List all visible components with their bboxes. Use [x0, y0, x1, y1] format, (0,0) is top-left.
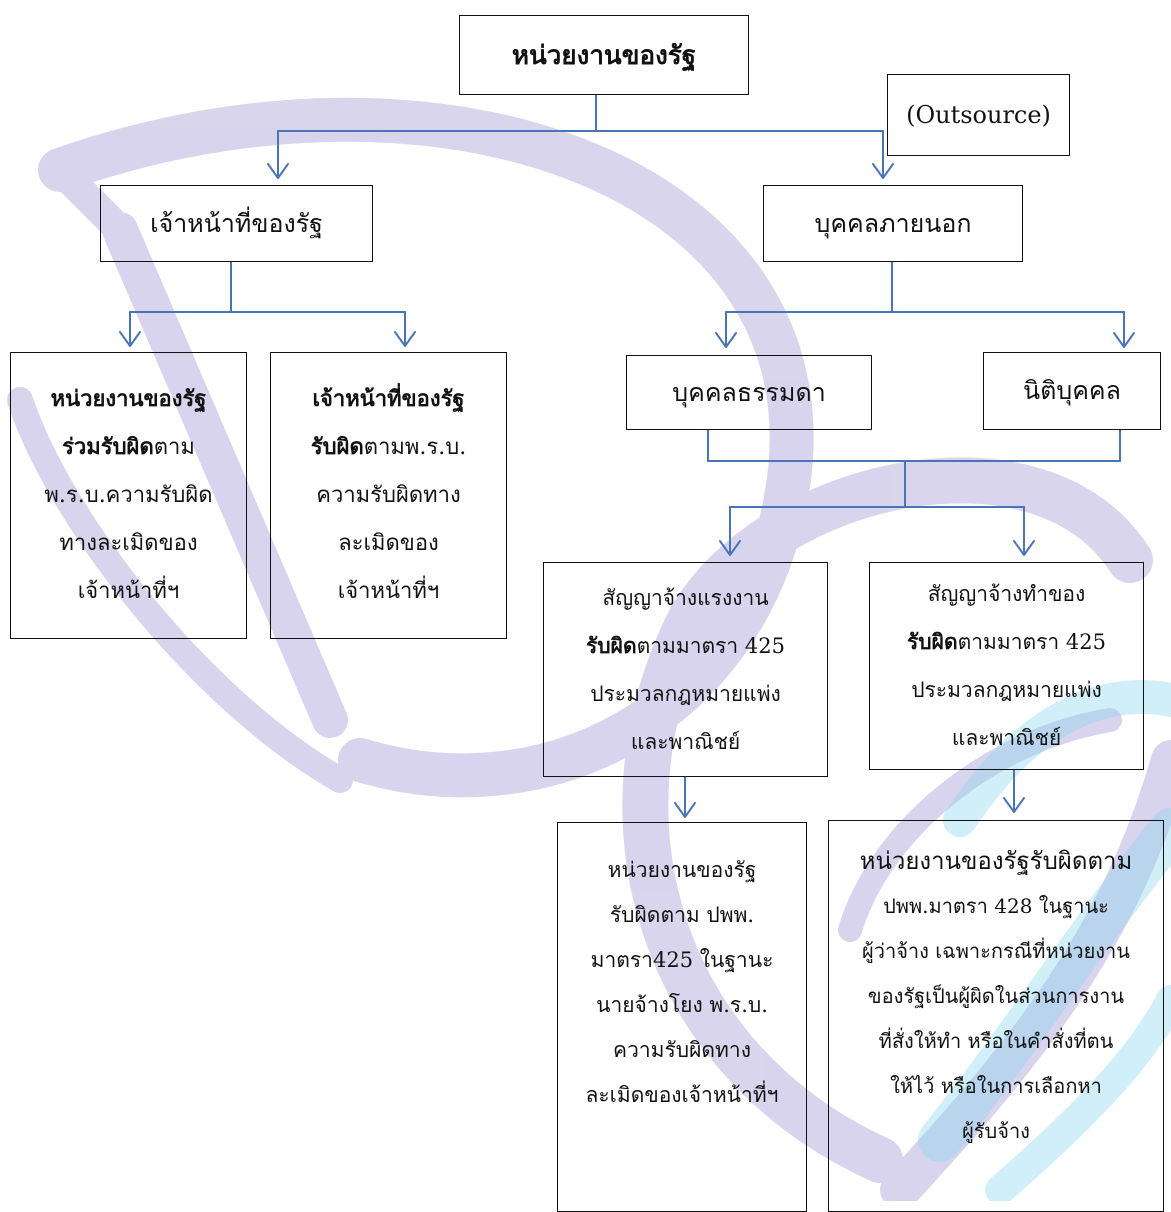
- hirer-liability-line-2: ปพพ.มาตรา 428 ในฐานะ: [883, 894, 1109, 918]
- hirer-liability-line-6: ให้ไว้ หรือในการเลือกหา: [890, 1074, 1102, 1098]
- employer-liability-line-2: รับผิดตาม ปพพ.: [609, 903, 755, 927]
- hirer-liability-box: หน่วยงานของรัฐรับผิดตาม ปพพ.มาตรา 428 ใน…: [828, 820, 1164, 1212]
- employment-contract-line-2: รับผิดตามมาตรา 425: [586, 622, 785, 670]
- employment-contract-line-3: ประมวลกฎหมายแพ่ง: [590, 681, 781, 706]
- hirer-liability-line-5: ที่สั่งให้ทำ หรือในคำสั่งที่ตน: [878, 1029, 1114, 1053]
- employer-liability-line-3: มาตรา425 ในฐานะ: [590, 948, 774, 972]
- work-contract-bold: รับผิด: [907, 629, 958, 654]
- agency-liable-line-3: พ.ร.บ.ความรับผิด: [44, 483, 213, 508]
- outsource-label: (Outsource): [906, 101, 1051, 129]
- employer-liability-line-4: นายจ้างโยง พ.ร.บ.: [596, 993, 768, 1017]
- agency-jointly-liable-box: หน่วยงานของรัฐ ร่วมรับผิดตาม พ.ร.บ.ความร…: [10, 352, 247, 639]
- employment-contract-line-1: สัญญาจ้างแรงงาน: [602, 585, 769, 610]
- natural-person-label: บุคคลธรรมดา: [672, 377, 826, 407]
- state-officer-box: เจ้าหน้าที่ของรัฐ: [100, 185, 373, 262]
- agency-liable-line-2: ร่วมรับผิดตาม: [62, 423, 195, 472]
- state-agency-box: หน่วยงานของรัฐ: [459, 15, 749, 95]
- officer-liable-line-2: รับผิดตามพ.ร.บ.: [311, 423, 466, 472]
- employer-liability-box: หน่วยงานของรัฐ รับผิดตาม ปพพ. มาตรา425 ใ…: [557, 822, 807, 1212]
- hirer-liability-line-3: ผู้ว่าจ้าง เฉพาะกรณีที่หน่วยงาน: [862, 939, 1130, 963]
- work-contract-box: สัญญาจ้างทำของ รับผิดตามมาตรา 425 ประมวล…: [869, 562, 1144, 770]
- officer-liable-box: เจ้าหน้าที่ของรัฐ รับผิดตามพ.ร.บ. ความรั…: [270, 352, 507, 639]
- outsider-box: บุคคลภายนอก: [763, 185, 1023, 262]
- state-agency-label: หน่วยงานของรัฐ: [511, 40, 697, 71]
- state-officer-label: เจ้าหน้าที่ของรัฐ: [150, 208, 323, 238]
- agency-liable-rest: ตาม: [153, 435, 195, 460]
- employment-contract-bold: รับผิด: [586, 632, 637, 658]
- employer-liability-line-1: หน่วยงานของรัฐ: [607, 858, 757, 882]
- officer-liable-line-5: เจ้าหน้าที่ฯ: [337, 579, 440, 604]
- employment-contract-rest: ตามมาตรา 425: [636, 633, 785, 658]
- outsource-box: (Outsource): [887, 74, 1070, 156]
- employer-liability-line-6: ละเมิดของเจ้าหน้าที่ฯ: [585, 1083, 779, 1107]
- juristic-person-box: นิติบุคคล: [983, 352, 1161, 430]
- hirer-liability-line-4: ของรัฐเป็นผู้ผิดในส่วนการงาน: [867, 984, 1125, 1008]
- officer-liable-line-1: เจ้าหน้าที่ของรัฐ: [312, 386, 465, 412]
- work-contract-line-2: รับผิดตามมาตรา 425: [907, 618, 1106, 666]
- officer-liable-line-4: ละเมิดของ: [338, 531, 439, 556]
- employment-contract-box: สัญญาจ้างแรงงาน รับผิดตามมาตรา 425 ประมว…: [543, 562, 828, 777]
- hirer-liability-line-7: ผู้รับจ้าง: [962, 1119, 1030, 1143]
- agency-liable-line-5: เจ้าหน้าที่ฯ: [77, 579, 180, 604]
- agency-liable-bold: ร่วมรับผิด: [62, 434, 154, 460]
- work-contract-line-4: และพาณิชย์: [951, 726, 1062, 750]
- natural-person-box: บุคคลธรรมดา: [626, 355, 872, 430]
- officer-liable-rest: ตามพ.ร.บ.: [363, 435, 467, 460]
- officer-liable-line-3: ความรับผิดทาง: [316, 483, 461, 508]
- juristic-person-label: นิติบุคคล: [1023, 376, 1121, 405]
- officer-liable-bold: รับผิด: [310, 434, 364, 460]
- work-contract-rest: ตามมาตรา 425: [957, 630, 1106, 654]
- work-contract-line-1: สัญญาจ้างทำของ: [927, 582, 1086, 606]
- employer-liability-line-5: ความรับผิดทาง: [613, 1038, 751, 1062]
- employment-contract-line-4: และพาณิชย์: [630, 729, 741, 754]
- outsider-label: บุคคลภายนอก: [814, 208, 972, 238]
- work-contract-line-3: ประมวลกฎหมายแพ่ง: [911, 678, 1102, 702]
- agency-liable-line-1: หน่วยงานของรัฐ: [50, 386, 207, 412]
- hirer-liability-line-1: หน่วยงานของรัฐรับผิดตาม: [859, 847, 1133, 875]
- agency-liable-line-4: ทางละเมิดของ: [59, 531, 198, 556]
